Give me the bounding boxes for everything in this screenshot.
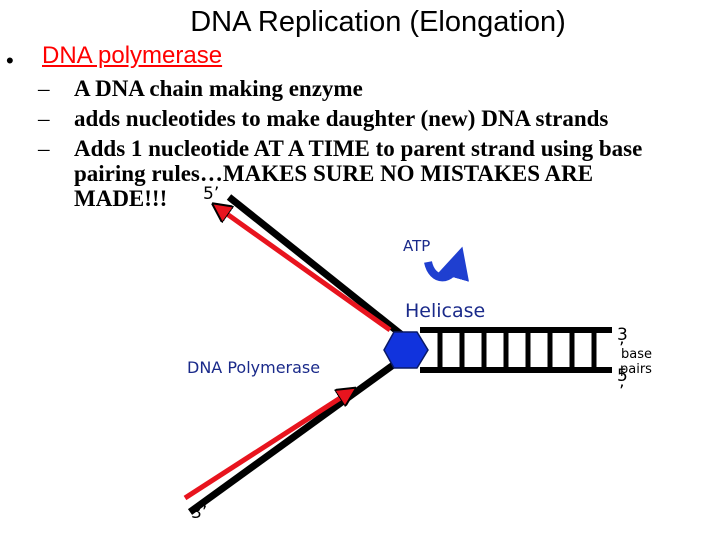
bullet-heading: DNA polymerase [42,42,223,69]
dash-marker: – [38,76,50,101]
dash-marker: – [38,136,50,161]
sub-point-3: –Adds 1 nucleotide AT A TIME to parent s… [38,136,642,162]
slide-title: DNA Replication (Elongation) [190,6,566,38]
label-prime-mark-upper: ’ [619,339,625,359]
bullet-point: • [6,48,14,73]
label-5-prime-right: 5 [617,366,628,386]
atp-curved-arrow-icon [424,246,469,282]
helicase-enzyme [383,331,429,369]
label-3-prime-right: 3 [617,325,628,345]
label-dna-polymerase: DNA Polymerase [187,358,321,377]
label-pairs: pairs [620,362,652,377]
label-3-prime-bottom: 3’ [191,503,208,523]
parent-strand-upper [226,194,415,346]
base-pair-rungs [437,330,597,370]
sub-point-3-continued: pairing rules…MAKES SURE NO MISTAKES ARE [74,161,594,186]
sub-point-3-continued: MADE!!! [74,186,168,211]
label-5-prime-top: 5’ [203,184,220,204]
daughter-strand-lower [183,393,348,501]
sub-point-text: A DNA chain making enzyme [74,76,363,101]
sub-point-text: Adds 1 nucleotide AT A TIME to parent st… [74,136,643,161]
sub-point-1: –A DNA chain making enzyme [38,76,363,102]
dash-marker: – [38,106,50,131]
sub-point-text: adds nucleotides to make daughter (new) … [74,106,609,131]
label-helicase: Helicase [405,300,486,322]
parent-strand-lower [187,352,410,515]
sub-point-2: –adds nucleotides to make daughter (new)… [38,106,608,132]
label-base: base [621,347,652,362]
daughter-strand-upper [220,209,392,333]
label-atp: ATP [403,237,431,255]
label-prime-mark-lower: ’ [619,382,625,402]
